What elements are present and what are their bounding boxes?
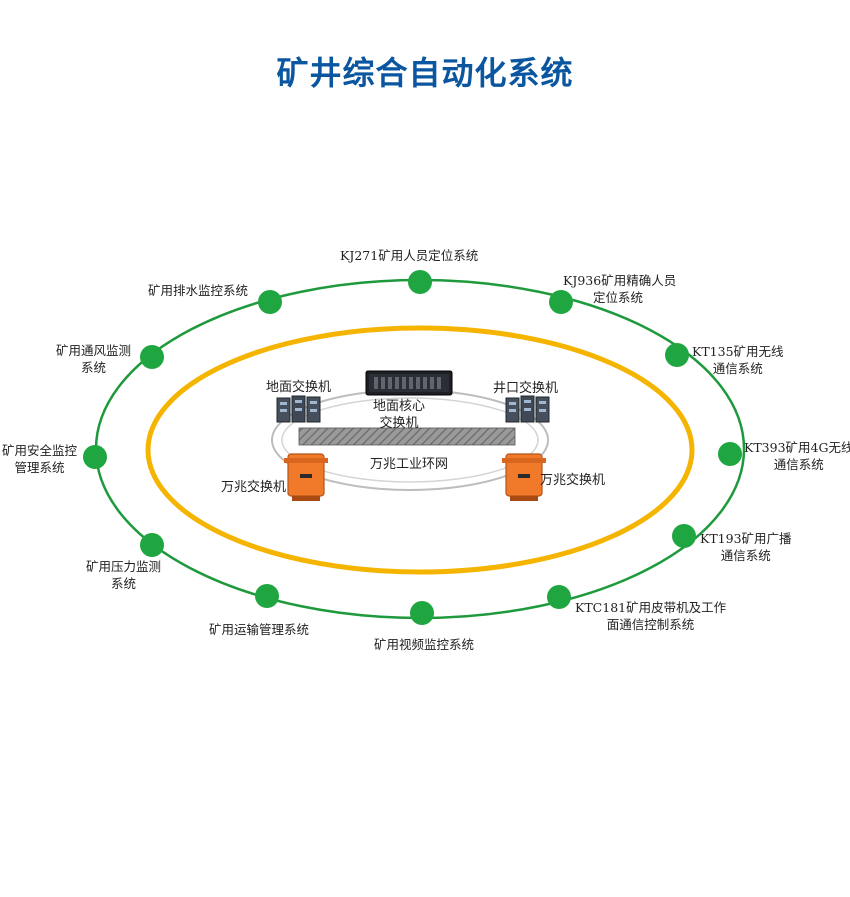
ring-network-bar bbox=[298, 427, 516, 446]
label-ventilation: 矿用通风监测 系统 bbox=[56, 343, 132, 375]
page-title: 矿井综合自动化系统 bbox=[276, 54, 574, 92]
label-kt135: KT135矿用无线 通信系统 bbox=[692, 344, 784, 376]
shaft-switch-device bbox=[505, 395, 550, 423]
inner-network-ring bbox=[145, 325, 695, 575]
outer-node-group bbox=[83, 270, 742, 625]
label-kt193: KT193矿用广播 通信系统 bbox=[700, 531, 792, 563]
label-left-10g-switch: 万兆交换机 bbox=[221, 480, 287, 495]
node-ventilation bbox=[140, 345, 164, 369]
ring-network-cable-inner bbox=[281, 397, 539, 483]
label-pressure: 矿用压力监测 系统 bbox=[86, 559, 162, 591]
label-core-switch: 地面核心 交换机 bbox=[373, 399, 426, 431]
label-shaft-switch: 井口交换机 bbox=[493, 381, 559, 396]
outer-system-ring bbox=[94, 278, 746, 620]
node-transport bbox=[255, 584, 279, 608]
node-video bbox=[410, 601, 434, 625]
node-kt193 bbox=[672, 524, 696, 548]
node-kt135 bbox=[665, 343, 689, 367]
node-kj271 bbox=[408, 270, 432, 294]
node-ktc181 bbox=[547, 585, 571, 609]
node-pressure bbox=[140, 533, 164, 557]
ground-switch-device bbox=[276, 395, 321, 423]
left-10g-switch-device bbox=[284, 453, 328, 501]
label-safety: 矿用安全监控 管理系统 bbox=[2, 443, 78, 475]
label-kj936: KJ936矿用精确人员 定位系统 bbox=[563, 273, 677, 305]
label-video: 矿用视频监控系统 bbox=[374, 637, 475, 652]
label-kj271: KJ271矿用人员定位系统 bbox=[340, 248, 479, 263]
label-transport: 矿用运输管理系统 bbox=[209, 622, 310, 637]
label-right-10g-switch: 万兆交换机 bbox=[540, 473, 606, 488]
right-10g-switch-device bbox=[502, 453, 546, 501]
label-ground-switch: 地面交换机 bbox=[266, 380, 332, 395]
label-ktc181: KTC181矿用皮带机及工作 面通信控制系统 bbox=[575, 600, 727, 632]
node-kj936 bbox=[549, 290, 573, 314]
label-ring-network: 万兆工业环网 bbox=[370, 457, 449, 472]
label-kt393: KT393矿用4G无线 通信系统 bbox=[744, 440, 850, 472]
node-safety bbox=[83, 445, 107, 469]
core-switch-device bbox=[365, 370, 453, 396]
node-kt393 bbox=[718, 442, 742, 466]
node-drainage bbox=[258, 290, 282, 314]
label-drainage: 矿用排水监控系统 bbox=[148, 283, 249, 298]
